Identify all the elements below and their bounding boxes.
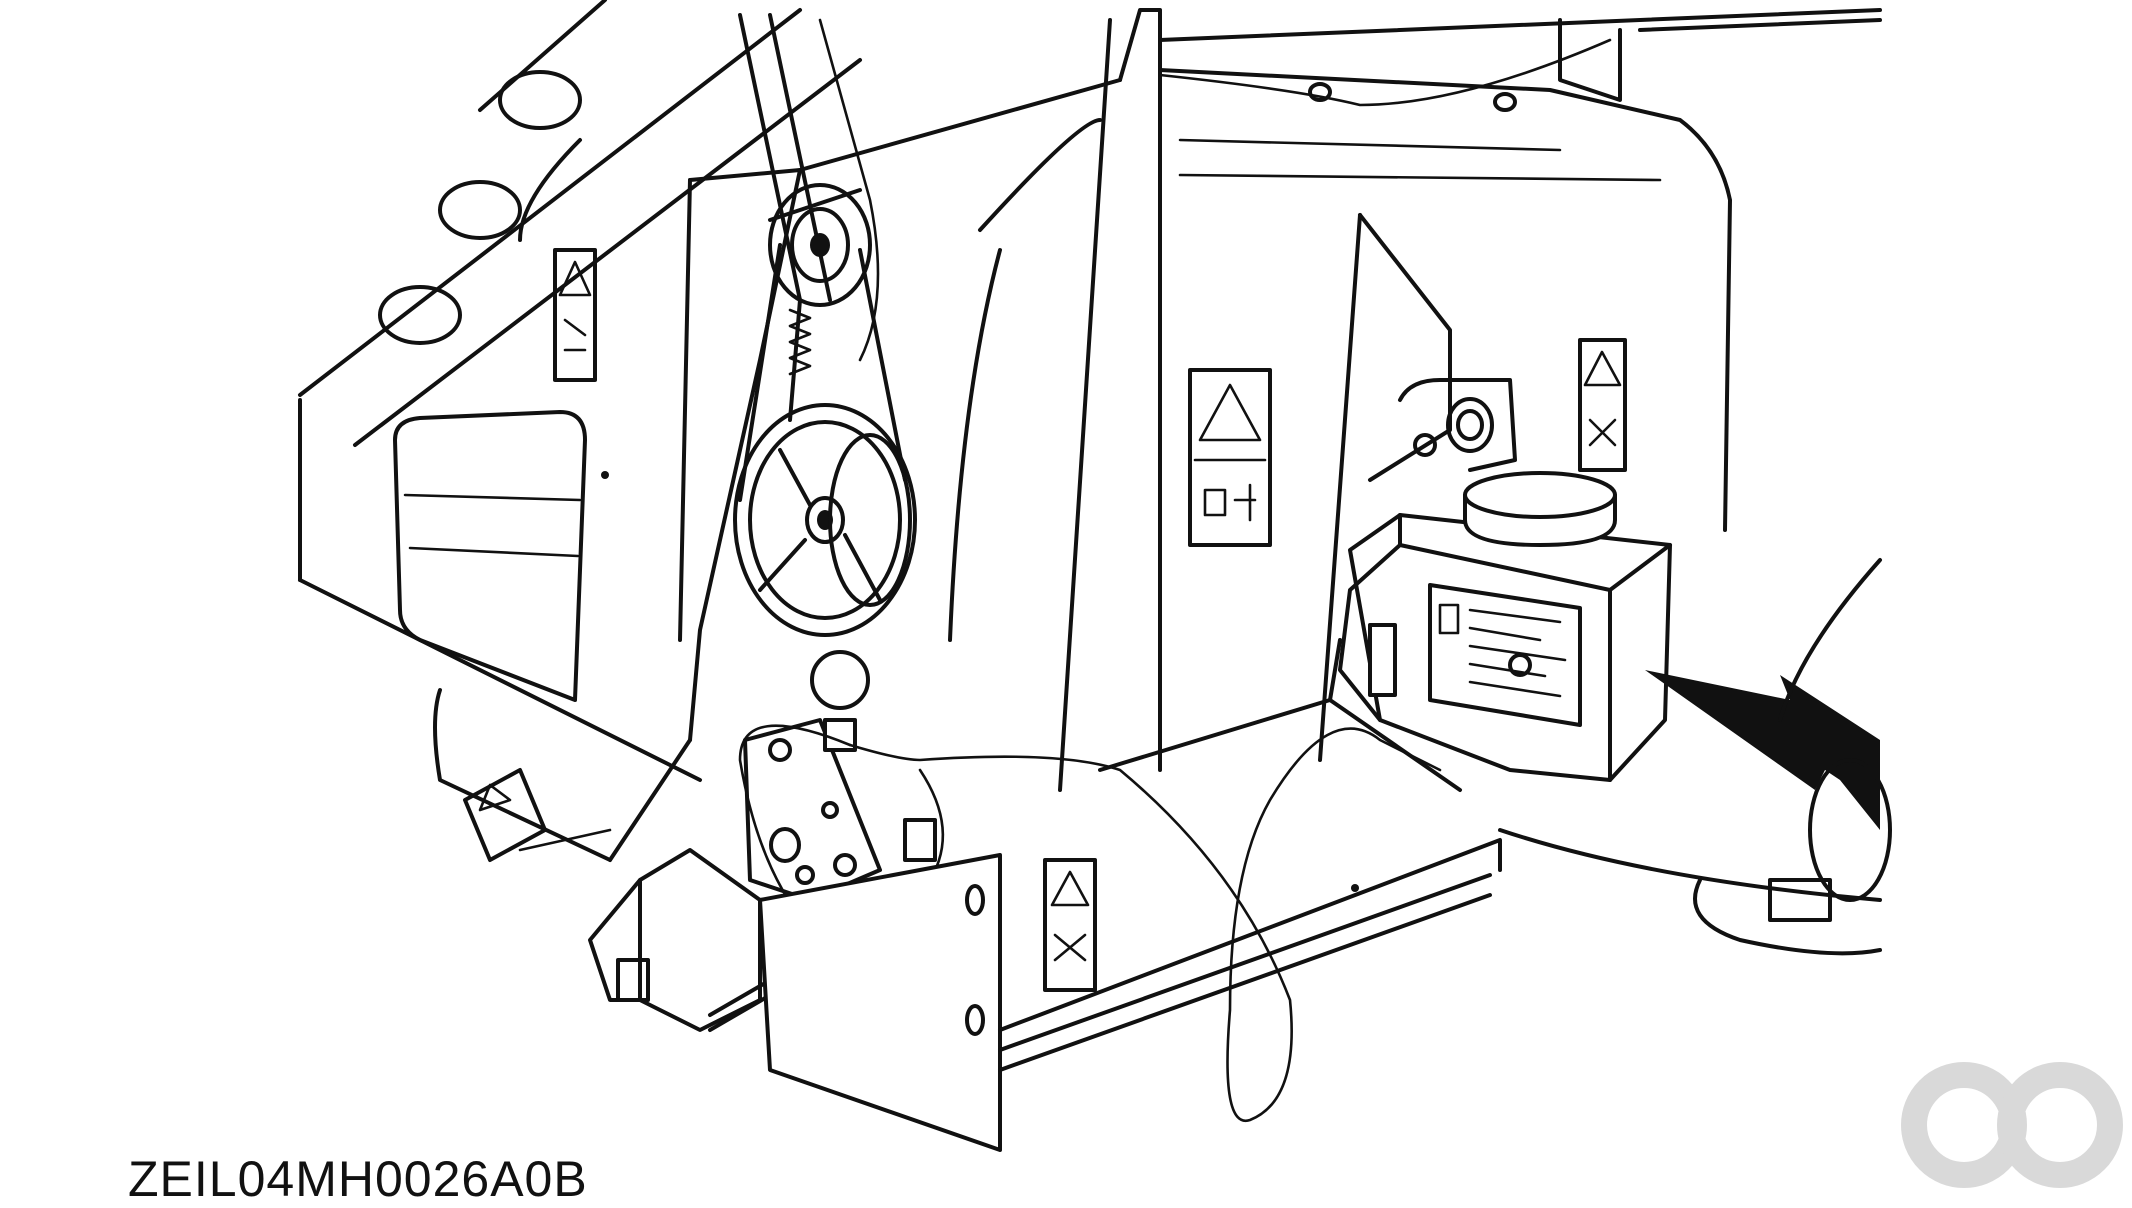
warning-triangle-icon <box>553 248 597 382</box>
frame-base <box>1098 638 1462 792</box>
pulley-lower-wheel <box>733 403 917 637</box>
warning-triangle-icon <box>1043 858 1097 992</box>
sight-window <box>393 410 609 702</box>
rear-lower-plate <box>758 838 1502 1152</box>
belt <box>738 243 907 502</box>
auger-tube <box>298 0 862 447</box>
wheel-right <box>1498 558 1892 956</box>
inner-bracket <box>1318 213 1517 762</box>
tension-spring <box>788 308 812 376</box>
pulley-upper <box>768 183 872 307</box>
left-housing <box>298 398 702 862</box>
warning-triangle-icon <box>1578 338 1627 472</box>
warning-triangle-icon <box>463 768 612 862</box>
callout-arrow <box>1645 670 1880 830</box>
main-side-panel <box>678 8 1162 792</box>
grease-reservoir <box>1338 471 1672 782</box>
brand-logo-icon <box>1901 1062 2123 1188</box>
figure-reference-code: ZEIL04MH0026A0B <box>128 1151 588 1207</box>
warning-triangle-icon <box>1188 368 1272 547</box>
rear-frame-upper <box>1158 8 1882 532</box>
warning-decals <box>463 248 1627 992</box>
